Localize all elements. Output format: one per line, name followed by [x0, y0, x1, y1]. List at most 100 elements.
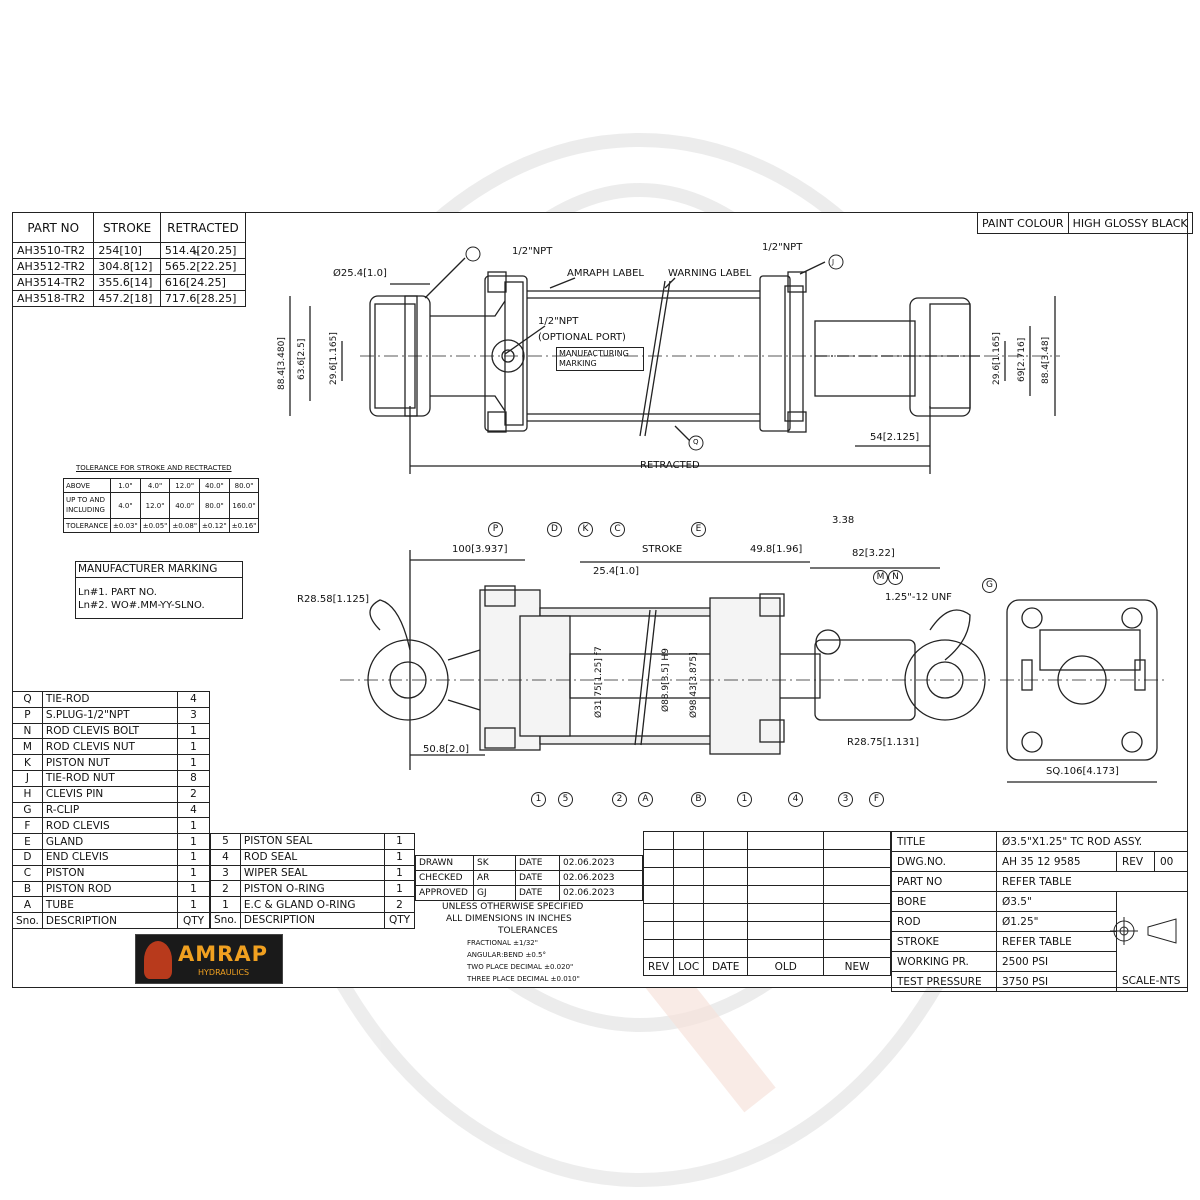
radius-left: R28.58[1.125]	[297, 594, 370, 605]
note-2: ALL DIMENSIONS IN INCHES	[446, 914, 572, 924]
bubble-m: M	[873, 570, 888, 585]
note-7: THREE PLACE DECIMAL ±0.010"	[467, 975, 580, 983]
dim-49-8: 49.8[1.96]	[750, 544, 803, 555]
note-3: TOLERANCES	[498, 926, 558, 936]
bubble-d: D	[547, 522, 562, 537]
bubble-k: K	[578, 522, 593, 537]
section-view-drawing	[340, 550, 1165, 783]
stroke-dim: STROKE	[642, 544, 683, 555]
bubble-4: 4	[788, 792, 803, 807]
part-header-retracted: RETRACTED	[159, 212, 247, 243]
bubble-c: C	[610, 522, 625, 537]
optional-port-label: (OPTIONAL PORT)	[538, 332, 626, 343]
dim-29-6-left: 29.6[1.165]	[329, 332, 339, 385]
rev-header-loc: LOC	[673, 957, 705, 976]
logo-brand: AMRAP	[178, 942, 268, 966]
dim-54: 54[2.125]	[870, 432, 920, 443]
npt-optional-label: 1/2"NPT	[538, 316, 579, 327]
dim-50-8: 50.8[2.0]	[423, 744, 469, 755]
manufacturer-marking-box: MANUFACTURER MARKING Ln#1. PART NO. Ln#2…	[75, 561, 243, 619]
mfg-marking-box: MANUFACTURING MARKING	[556, 347, 644, 371]
bubble-f: F	[869, 792, 884, 807]
retracted-dim: RETRACTED	[640, 460, 700, 471]
bubble-n: N	[888, 570, 903, 585]
revision-value: 00	[1154, 851, 1188, 872]
bubble-b: B	[691, 792, 706, 807]
dim-29-6-right: 29.6[1.165]	[992, 332, 1002, 385]
rev-header-new: NEW	[823, 957, 891, 976]
bore-diameter: Ø88.9[3.5] H9	[661, 648, 671, 712]
amrap-logo: AMRAP HYDRAULICS	[135, 934, 283, 984]
mm-line2: Ln#2. WO#.MM-YY-SLNO.	[78, 600, 205, 611]
dim-82: 82[3.22]	[852, 548, 895, 559]
rod-diameter: Ø31.75[1.25] f7	[594, 646, 604, 718]
bubble-p: P	[488, 522, 503, 537]
note-5: ANGULAR:BEND ±0.5°	[467, 951, 547, 959]
note-1: UNLESS OTHERWISE SPECIFIED	[442, 902, 584, 912]
paint-colour-box: PAINT COLOUR HIGH GLOSSY BLACK	[977, 212, 1193, 234]
bubble-j: J	[832, 258, 835, 266]
bubble-5: 5	[558, 792, 573, 807]
bubble-g: G	[982, 578, 997, 593]
top-view-drawing	[289, 246, 1060, 474]
npt-left-label: 1/2"NPT	[512, 246, 553, 257]
npt-right-label: 1/2"NPT	[762, 242, 803, 253]
scale-label: SCALE-NTS	[1122, 975, 1181, 987]
dim-pin-diameter: Ø25.4[1.0]	[333, 268, 387, 279]
bubble-h: H	[194, 249, 200, 257]
paint-colour-value: HIGH GLOSSY BLACK	[1067, 212, 1193, 234]
tolerance-title: TOLERANCE FOR STROKE AND RECTRACTED	[76, 464, 232, 472]
radius-right: R28.75[1.131]	[847, 737, 920, 748]
dim-88-left: 88.4[3.480]	[277, 337, 287, 390]
bubble-1a: 1	[531, 792, 546, 807]
bubble-q: Q	[693, 438, 699, 446]
dim-69: 69[2.716]	[1017, 337, 1027, 382]
dim-3-38: 3.38	[832, 515, 855, 526]
dim-100: 100[3.937]	[452, 544, 508, 555]
bubble-1b: 1	[737, 792, 752, 807]
revision-table: REV LOC DATE OLD NEW	[642, 831, 891, 976]
bubble-e: E	[691, 522, 706, 537]
amraph-label: AMRAPH LABEL	[567, 268, 644, 279]
dim-63-6: 63.6[2.5]	[297, 338, 307, 380]
rev-header-old: OLD	[747, 957, 825, 976]
paint-colour-label: PAINT COLOUR	[977, 212, 1069, 234]
part-header-partno: PART NO	[11, 212, 95, 243]
bubble-a: A	[638, 792, 653, 807]
warning-label: WARNING LABEL	[668, 268, 752, 279]
note-6: TWO PLACE DECIMAL ±0.020"	[467, 963, 574, 971]
rev-header-rev: REV	[642, 957, 675, 976]
mm-line1: Ln#1. PART NO.	[78, 587, 157, 598]
warrior-icon	[144, 941, 172, 979]
tube-diameter: Ø98.43[3.875]	[689, 652, 699, 718]
rev-header-date: DATE	[703, 957, 749, 976]
unf-thread: 1.25"-12 UNF	[885, 592, 952, 603]
